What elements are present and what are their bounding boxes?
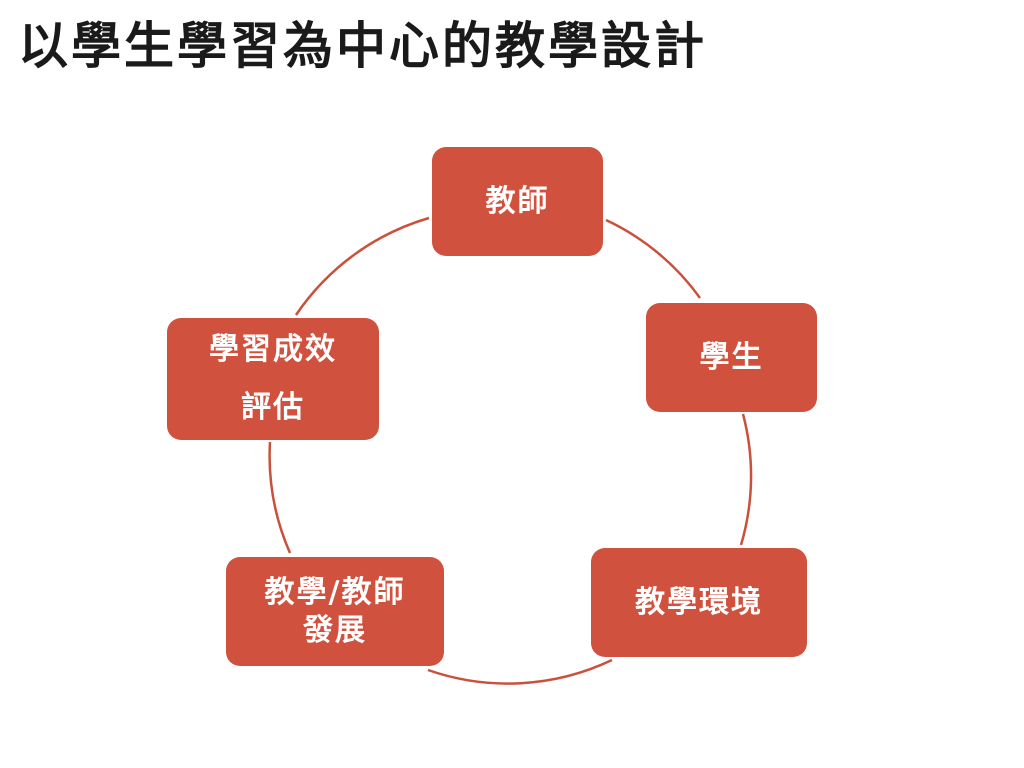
node-label-line-1: 教學/教師 <box>264 575 406 610</box>
cycle-node-teaching-development: 教學/教師 發展 <box>226 557 444 666</box>
page-title: 以學生學習為中心的教學設計 <box>18 16 707 75</box>
cycle-node-learning-assessment: 學習成效 評估 <box>167 318 379 440</box>
connector-arc-teacher-student <box>605 218 702 299</box>
node-label: 教師 <box>485 183 550 219</box>
node-label-line-1: 學習成效 <box>209 331 337 367</box>
cycle-node-student: 學生 <box>646 303 817 412</box>
connector-arc-assessment-teacher <box>294 216 430 316</box>
connector-arc-environment-development <box>427 658 613 685</box>
node-label-line-2: 發展 <box>303 612 367 648</box>
node-label: 教學環境 <box>635 584 763 620</box>
connector-arc-development-assessment <box>268 441 292 554</box>
connector-arc-student-environment <box>739 413 753 546</box>
node-label-line-2: 評估 <box>241 390 305 425</box>
cycle-node-teacher: 教師 <box>432 147 603 256</box>
node-label: 學生 <box>699 339 764 375</box>
cycle-node-teaching-environment: 教學環境 <box>591 548 807 657</box>
